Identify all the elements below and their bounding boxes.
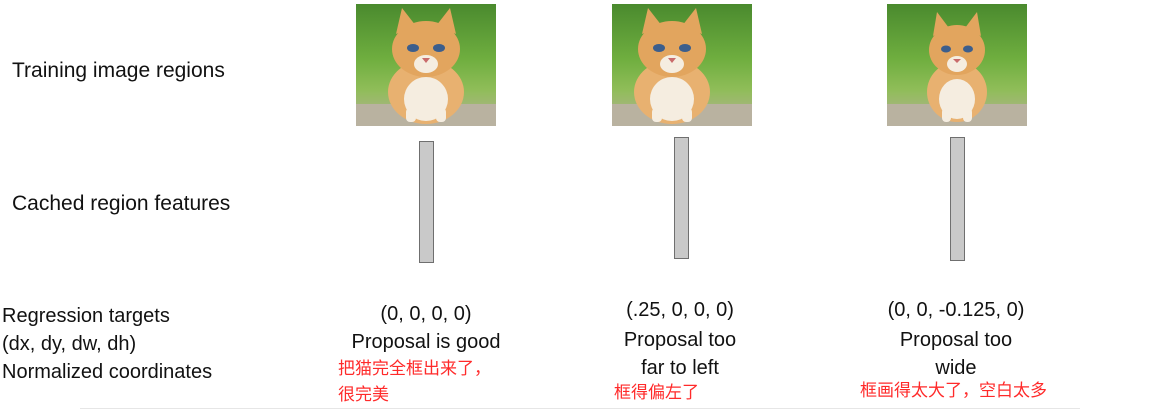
annotation-note: 框得偏左了 xyxy=(614,380,699,406)
feature-bar xyxy=(419,141,434,263)
feature-bar xyxy=(950,137,965,261)
caption-line: Proposal too xyxy=(623,329,737,351)
feature-bar xyxy=(674,137,689,259)
note-line: 框得偏左了 xyxy=(614,383,699,403)
regression-target: (.25, 0, 0, 0) xyxy=(626,299,734,321)
kitten-photo-icon xyxy=(356,8,496,126)
targets-label-line: Normalized coordinates xyxy=(2,361,213,383)
annotation-note: 把猫完全框出来了， 很完美 xyxy=(338,356,491,408)
note-line: 框画得太大了，空白太多 xyxy=(860,381,1047,401)
caption-line: far to left xyxy=(641,357,719,379)
caption-line: wide xyxy=(935,357,977,379)
cached-features-label: Cached region features xyxy=(12,192,231,215)
divider xyxy=(80,408,1080,409)
training-regions-label: Training image regions xyxy=(12,59,225,82)
note-line: 把猫完全框出来了， xyxy=(338,359,491,379)
targets-label-line: (dx, dy, dw, dh) xyxy=(2,333,137,355)
kitten-photo-icon xyxy=(612,8,752,126)
note-line: 很完美 xyxy=(338,385,389,405)
regression-target: (0, 0, -0.125, 0) xyxy=(887,299,1025,321)
annotation-note: 框画得太大了，空白太多 xyxy=(860,378,1047,404)
regression-target: (0, 0, 0, 0) xyxy=(380,303,472,325)
regression-targets-label: Regression targets (dx, dy, dw, dh) Norm… xyxy=(2,302,212,386)
kitten-photo-icon xyxy=(887,4,1027,126)
kitten-photo-icon xyxy=(887,12,1027,126)
proposal-caption: Proposal is good xyxy=(296,328,556,356)
proposal-caption: Proposal too far to left xyxy=(550,326,810,382)
kitten-photo-icon xyxy=(612,4,752,126)
caption-line: Proposal is good xyxy=(351,331,501,353)
kitten-photo-icon xyxy=(356,4,496,126)
proposal-caption: Proposal too wide xyxy=(826,326,1086,382)
caption-line: Proposal too xyxy=(899,329,1013,351)
targets-label-line: Regression targets xyxy=(2,305,170,327)
